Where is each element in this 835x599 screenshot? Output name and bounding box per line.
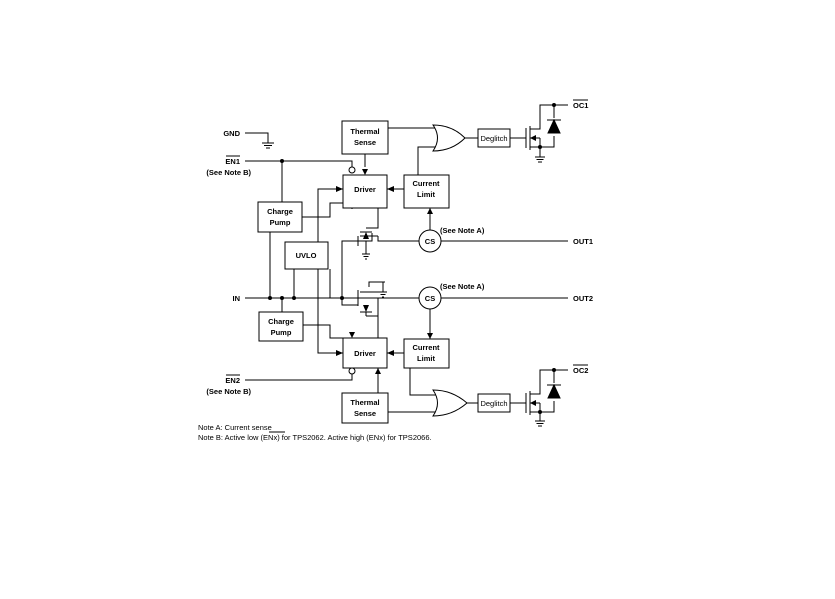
thermal-sense-2-label-line2: Sense <box>354 409 376 418</box>
diode-oc2-icon <box>547 383 561 399</box>
wires <box>245 104 568 427</box>
note-a-text: Note A: Current sense <box>198 423 272 432</box>
charge-pump-2-block <box>258 311 304 342</box>
charge-pump-2-label-line2: Pump <box>271 328 292 337</box>
note-b-text: Note B: Active low (ENx) for TPS2062. Ac… <box>198 433 432 442</box>
uvlo-label: UVLO <box>296 251 317 260</box>
deglitch-1-block <box>477 128 511 148</box>
note-a-top-label: (See Note A) <box>440 226 485 235</box>
current-limit-2-block <box>403 338 450 369</box>
charge-pump-1-label-line1: Charge <box>267 207 293 216</box>
en2-pin-label: EN2 <box>225 376 240 385</box>
note-b-prefix: Note B: Active low ( <box>198 433 264 442</box>
cs-1-sensor <box>418 229 442 253</box>
thermal-sense-1-block <box>341 120 389 155</box>
in-pin-label: IN <box>233 294 241 303</box>
cs-1-label: CS <box>425 237 435 246</box>
uvlo-block <box>284 241 329 270</box>
oc2-pin-label: OC2 <box>573 366 588 375</box>
driver-2-block <box>342 337 388 369</box>
driver-1-label: Driver <box>354 185 376 194</box>
note-b-low: ENx <box>263 433 277 442</box>
deglitch-2-label: Deglitch <box>480 399 507 408</box>
cs-2-sensor <box>418 286 442 310</box>
charge-pump-2-label-line1: Charge <box>268 317 294 326</box>
note-b-mid: ) for TPS2062. Active high (ENx) for TPS… <box>277 433 431 442</box>
current-limit-1-block <box>403 174 450 209</box>
thermal-sense-2-block <box>341 392 389 424</box>
junction-dots <box>268 103 556 414</box>
diode-oc1-icon <box>547 118 561 134</box>
or-gate-1 <box>432 124 466 152</box>
out2-pin-label: OUT2 <box>573 294 593 303</box>
deglitch-2-block <box>477 393 511 413</box>
current-limit-1-label-line1: Current <box>412 179 440 188</box>
gnd-pin-label: GND <box>223 129 240 138</box>
driver-1-block <box>342 174 388 209</box>
thermal-sense-1-label-line2: Sense <box>354 138 376 147</box>
thermal-sense-1-label-line1: Thermal <box>350 127 379 136</box>
thermal-sense-2-label-line1: Thermal <box>350 398 379 407</box>
oc1-pin-label: OC1 <box>573 101 588 110</box>
current-limit-1-label-line2: Limit <box>417 190 435 199</box>
en1-note-label: (See Note B) <box>206 168 251 177</box>
cs-2-label: CS <box>425 294 435 303</box>
note-a-bottom-label: (See Note A) <box>440 282 485 291</box>
or-gate-2 <box>432 389 468 417</box>
charge-pump-1-label-line2: Pump <box>270 218 291 227</box>
en1-pin-label: EN1 <box>225 157 240 166</box>
deglitch-1-label: Deglitch <box>480 134 507 143</box>
current-limit-2-label-line1: Current <box>412 343 440 352</box>
out1-pin-label: OUT1 <box>573 237 593 246</box>
driver-2-label: Driver <box>354 349 376 358</box>
charge-pump-1-block <box>257 201 303 233</box>
inversion-bubbles <box>348 166 356 375</box>
en2-note-label: (See Note B) <box>206 387 251 396</box>
current-limit-2-label-line2: Limit <box>417 354 435 363</box>
